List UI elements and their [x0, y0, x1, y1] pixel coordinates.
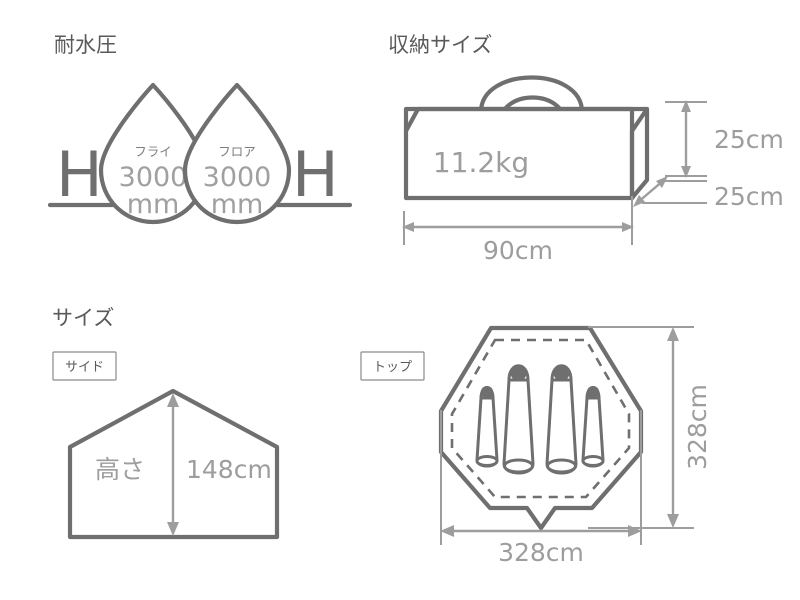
sleeping-bag-4	[581, 386, 605, 468]
arrow-height-up	[681, 100, 691, 112]
drop-label-floor: フロア	[218, 144, 256, 159]
section-title-storage-size: 収納サイズ	[388, 33, 492, 57]
arrow-top-horz-left	[440, 525, 454, 537]
arrow-depth-down	[633, 195, 645, 207]
bag-body-3	[545, 371, 578, 475]
top-view: トップ	[360, 325, 712, 567]
dim-label-side-height-text: 高さ	[95, 455, 145, 484]
arrow-top-vert-down	[667, 514, 679, 528]
section-storage-size: 収納サイズ 11.2kg 25cm 25cm	[388, 33, 784, 265]
drop-label-fly: フライ	[134, 144, 172, 159]
section-size: サイズ サイド 高さ 148cm トップ	[52, 306, 712, 567]
handle-outer	[478, 75, 585, 115]
storage-bag: 11.2kg	[403, 106, 650, 201]
bag-weight-label: 11.2kg	[433, 146, 529, 179]
bag-head-1	[481, 386, 493, 398]
badge-box-top	[360, 351, 425, 381]
dim-label-bag-depth: 25cm	[714, 182, 784, 211]
sleeping-bag-2	[502, 364, 535, 475]
sleeping-bag-1	[475, 386, 499, 468]
bag-head-3	[553, 365, 570, 381]
bag-foot-2	[503, 458, 534, 474]
arrow-width-left	[402, 222, 414, 232]
section-title-size: サイズ	[52, 306, 114, 330]
drop-value-fly: 3000	[119, 162, 188, 193]
bag-top-face	[403, 106, 650, 134]
dimension-bag-width: 90cm	[402, 196, 634, 265]
bag-body-2	[502, 371, 535, 475]
arrow-side-height-up	[167, 393, 179, 407]
h-letter-right: H	[292, 138, 339, 211]
bag-foot-3	[546, 458, 577, 474]
section-water-pressure: 耐水圧 H H フライ 3000 mm フロア 3000 mm	[47, 33, 353, 225]
side-view: サイド 高さ 148cm	[52, 351, 280, 540]
drop-shape-fly	[98, 82, 208, 225]
dim-label-top-horizontal: 328cm	[498, 538, 584, 567]
bag-head-2	[510, 365, 527, 381]
arrow-top-horz-right	[628, 525, 642, 537]
badge-box-side	[52, 351, 117, 381]
h-letter-left: H	[56, 138, 103, 211]
bag-foot-1	[475, 455, 499, 467]
dimension-side-height: 高さ 148cm	[95, 393, 272, 536]
arrow-height-down	[681, 166, 691, 178]
dimension-bag-height: 25cm	[665, 100, 784, 178]
bag-side-face	[629, 106, 650, 201]
inner-tent-dashed	[450, 338, 631, 499]
arrow-side-height-down	[167, 522, 179, 536]
drop-unit-floor: mm	[211, 189, 264, 220]
dimension-top-horizontal: 328cm	[440, 410, 642, 567]
drop-shape-floor	[182, 82, 292, 225]
dim-label-bag-width: 90cm	[483, 236, 553, 265]
dim-label-top-vertical: 328cm	[683, 384, 712, 470]
badge-label-top: トップ	[373, 360, 412, 375]
arrow-depth-up	[656, 176, 668, 188]
arrow-width-right	[622, 222, 634, 232]
drop-floor: フロア 3000 mm	[182, 82, 292, 225]
section-title-water-pressure: 耐水圧	[54, 33, 117, 57]
badge-label-side: サイド	[65, 360, 104, 375]
sleeping-bag-group	[475, 364, 605, 475]
arrow-top-vert-up	[667, 327, 679, 341]
drop-unit-fly: mm	[127, 189, 180, 220]
sleeping-bag-3	[545, 364, 578, 475]
dim-label-bag-height: 25cm	[714, 125, 784, 154]
dimension-bag-depth: 25cm	[633, 176, 784, 211]
dim-label-side-height-value: 148cm	[186, 455, 272, 484]
bag-foot-4	[581, 455, 605, 467]
drop-value-floor: 3000	[203, 162, 272, 193]
bag-head-4	[587, 386, 599, 398]
drop-fly: フライ 3000 mm	[98, 82, 208, 225]
